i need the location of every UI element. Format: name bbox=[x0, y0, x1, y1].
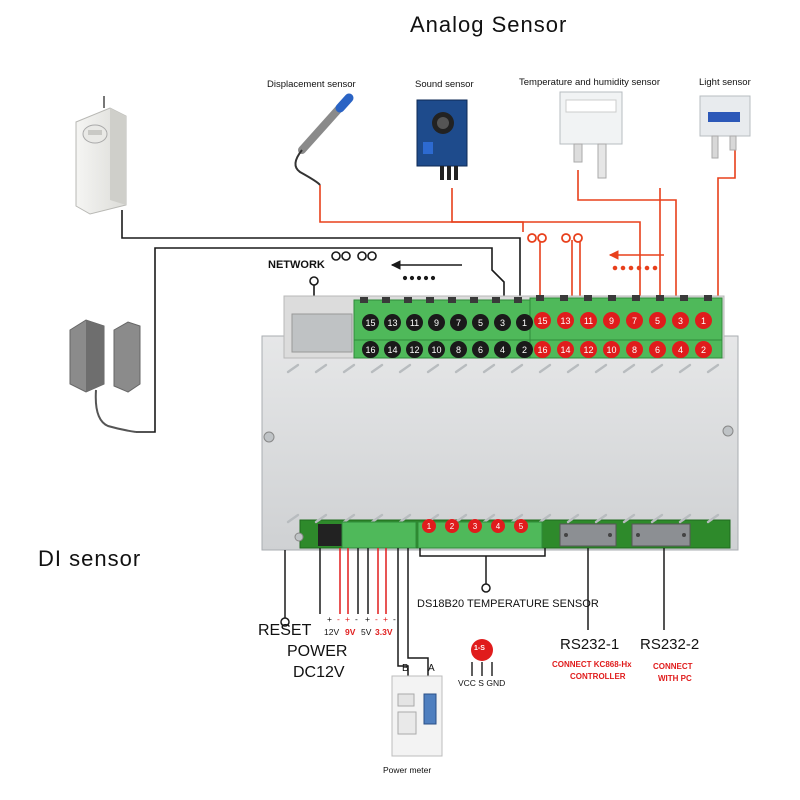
direction-arrow-left bbox=[390, 260, 462, 281]
sensor-port-number: 5 bbox=[514, 519, 528, 533]
bottom-black-wires bbox=[284, 548, 665, 676]
network-label: NETWORK bbox=[268, 259, 325, 271]
sensor-port-number: 4 bbox=[491, 519, 505, 533]
pin-sign: - bbox=[355, 614, 358, 624]
terminal-number: 4 bbox=[672, 341, 689, 358]
power-meter bbox=[391, 675, 443, 757]
terminal-number: 5 bbox=[472, 314, 489, 331]
sensor-port-number: 1 bbox=[422, 519, 436, 533]
black-wires bbox=[121, 210, 521, 433]
ds18b20-label: DS18B20 TEMPERATURE SENSOR bbox=[417, 598, 599, 610]
sensor-port-number: 2 bbox=[445, 519, 459, 533]
terminal-number: 8 bbox=[450, 341, 467, 358]
terminal-number: 15 bbox=[362, 314, 379, 331]
terminal-number: 3 bbox=[494, 314, 511, 331]
reset-label: RESET bbox=[258, 622, 312, 639]
terminal-row-right-lower: 16 14 12 10 8 6 4 2 bbox=[534, 341, 712, 358]
light-sensor bbox=[699, 95, 751, 159]
terminal-number: 12 bbox=[406, 341, 423, 358]
direction-arrow-right bbox=[608, 250, 664, 271]
door-magnetic-sensor bbox=[69, 319, 141, 433]
voltage-label: 9V bbox=[345, 627, 356, 637]
terminal-number: 7 bbox=[450, 314, 467, 331]
dc12v-label: DC12V bbox=[293, 664, 345, 681]
input-connectors bbox=[527, 233, 583, 243]
network-connectors bbox=[309, 251, 377, 286]
terminal-number: 12 bbox=[580, 341, 597, 358]
terminal-number: 6 bbox=[649, 341, 666, 358]
terminal-number: 2 bbox=[695, 341, 712, 358]
rs232-2-note-line1: CONNECT bbox=[653, 662, 693, 671]
power-meter-label: Power meter bbox=[383, 765, 432, 775]
terminal-number: 8 bbox=[626, 341, 643, 358]
terminal-number: 2 bbox=[516, 341, 533, 358]
pin-sign: - bbox=[375, 614, 378, 624]
terminal-row-left-upper: 15 13 11 9 7 5 3 1 bbox=[362, 314, 533, 331]
sensor-port-row: 1 2 3 4 5 bbox=[422, 519, 528, 533]
ds18b20-pin-labels: VCC S GND bbox=[458, 678, 506, 688]
terminal-number: 6 bbox=[472, 341, 489, 358]
terminal-number: 10 bbox=[428, 341, 445, 358]
rs232-2-note-line2: WITH PC bbox=[658, 674, 692, 683]
pin-sign: + bbox=[383, 614, 388, 624]
terminal-row-left-lower: 16 14 12 10 8 6 4 2 bbox=[362, 341, 533, 358]
terminal-number: 15 bbox=[534, 312, 551, 329]
displacement-sensor-label: Displacement sensor bbox=[267, 79, 356, 90]
terminal-number: 11 bbox=[406, 314, 423, 331]
rs232-1-label: RS232-1 bbox=[560, 636, 620, 653]
terminal-number: 1 bbox=[695, 312, 712, 329]
power-label: POWER bbox=[287, 643, 348, 660]
sound-sensor bbox=[416, 99, 468, 180]
terminal-row-right-upper: 15 13 11 9 7 5 3 1 bbox=[534, 312, 712, 329]
terminal-number: 11 bbox=[580, 312, 597, 329]
ds18b20-icon bbox=[471, 639, 493, 676]
terminal-number: 4 bbox=[494, 341, 511, 358]
rs232-1-note-line1: CONNECT KC868-Hx bbox=[552, 660, 632, 669]
terminal-number: 9 bbox=[428, 314, 445, 331]
terminal-number: 3 bbox=[672, 312, 689, 329]
di-sensor-title: DI sensor bbox=[38, 546, 142, 571]
ds18b20-badge-text: 1-S bbox=[474, 645, 485, 652]
pin-sign: - bbox=[337, 614, 340, 624]
meter-b-label: B bbox=[402, 663, 409, 674]
terminal-number: 13 bbox=[557, 312, 574, 329]
pin-sign: + bbox=[365, 614, 370, 624]
terminal-number: 14 bbox=[384, 341, 401, 358]
terminal-number: 5 bbox=[649, 312, 666, 329]
voltage-label: 12V bbox=[324, 627, 340, 637]
terminal-number: 7 bbox=[626, 312, 643, 329]
pin-sign: + bbox=[345, 614, 350, 624]
analog-sensor-title: Analog Sensor bbox=[410, 12, 568, 37]
bottom-red-wires bbox=[339, 548, 387, 614]
displacement-sensor bbox=[294, 93, 354, 186]
voltage-label: 5V bbox=[361, 627, 372, 637]
terminal-number: 13 bbox=[384, 314, 401, 331]
temp-humidity-sensor bbox=[559, 91, 623, 179]
terminal-number: 1 bbox=[516, 314, 533, 331]
pin-sign: - bbox=[393, 614, 396, 624]
meter-a-label: A bbox=[428, 663, 435, 674]
sound-sensor-label: Sound sensor bbox=[415, 79, 474, 90]
terminal-number: 16 bbox=[362, 341, 379, 358]
voltage-label: 3.3V bbox=[375, 627, 393, 637]
sensor-port-number: 3 bbox=[468, 519, 482, 533]
bottom-terminal-blocks bbox=[294, 521, 691, 549]
rs232-2-label: RS232-2 bbox=[640, 636, 700, 653]
terminal-number: 16 bbox=[534, 341, 551, 358]
pir-motion-sensor bbox=[75, 96, 127, 215]
pin-sign: + bbox=[327, 614, 332, 624]
light-sensor-label: Light sensor bbox=[699, 77, 751, 88]
terminal-number: 14 bbox=[557, 341, 574, 358]
rs232-1-note-line2: CONTROLLER bbox=[570, 672, 626, 681]
temp-humidity-sensor-label: Temperature and humidity sensor bbox=[519, 77, 660, 88]
terminal-number: 10 bbox=[603, 341, 620, 358]
terminal-number: 9 bbox=[603, 312, 620, 329]
